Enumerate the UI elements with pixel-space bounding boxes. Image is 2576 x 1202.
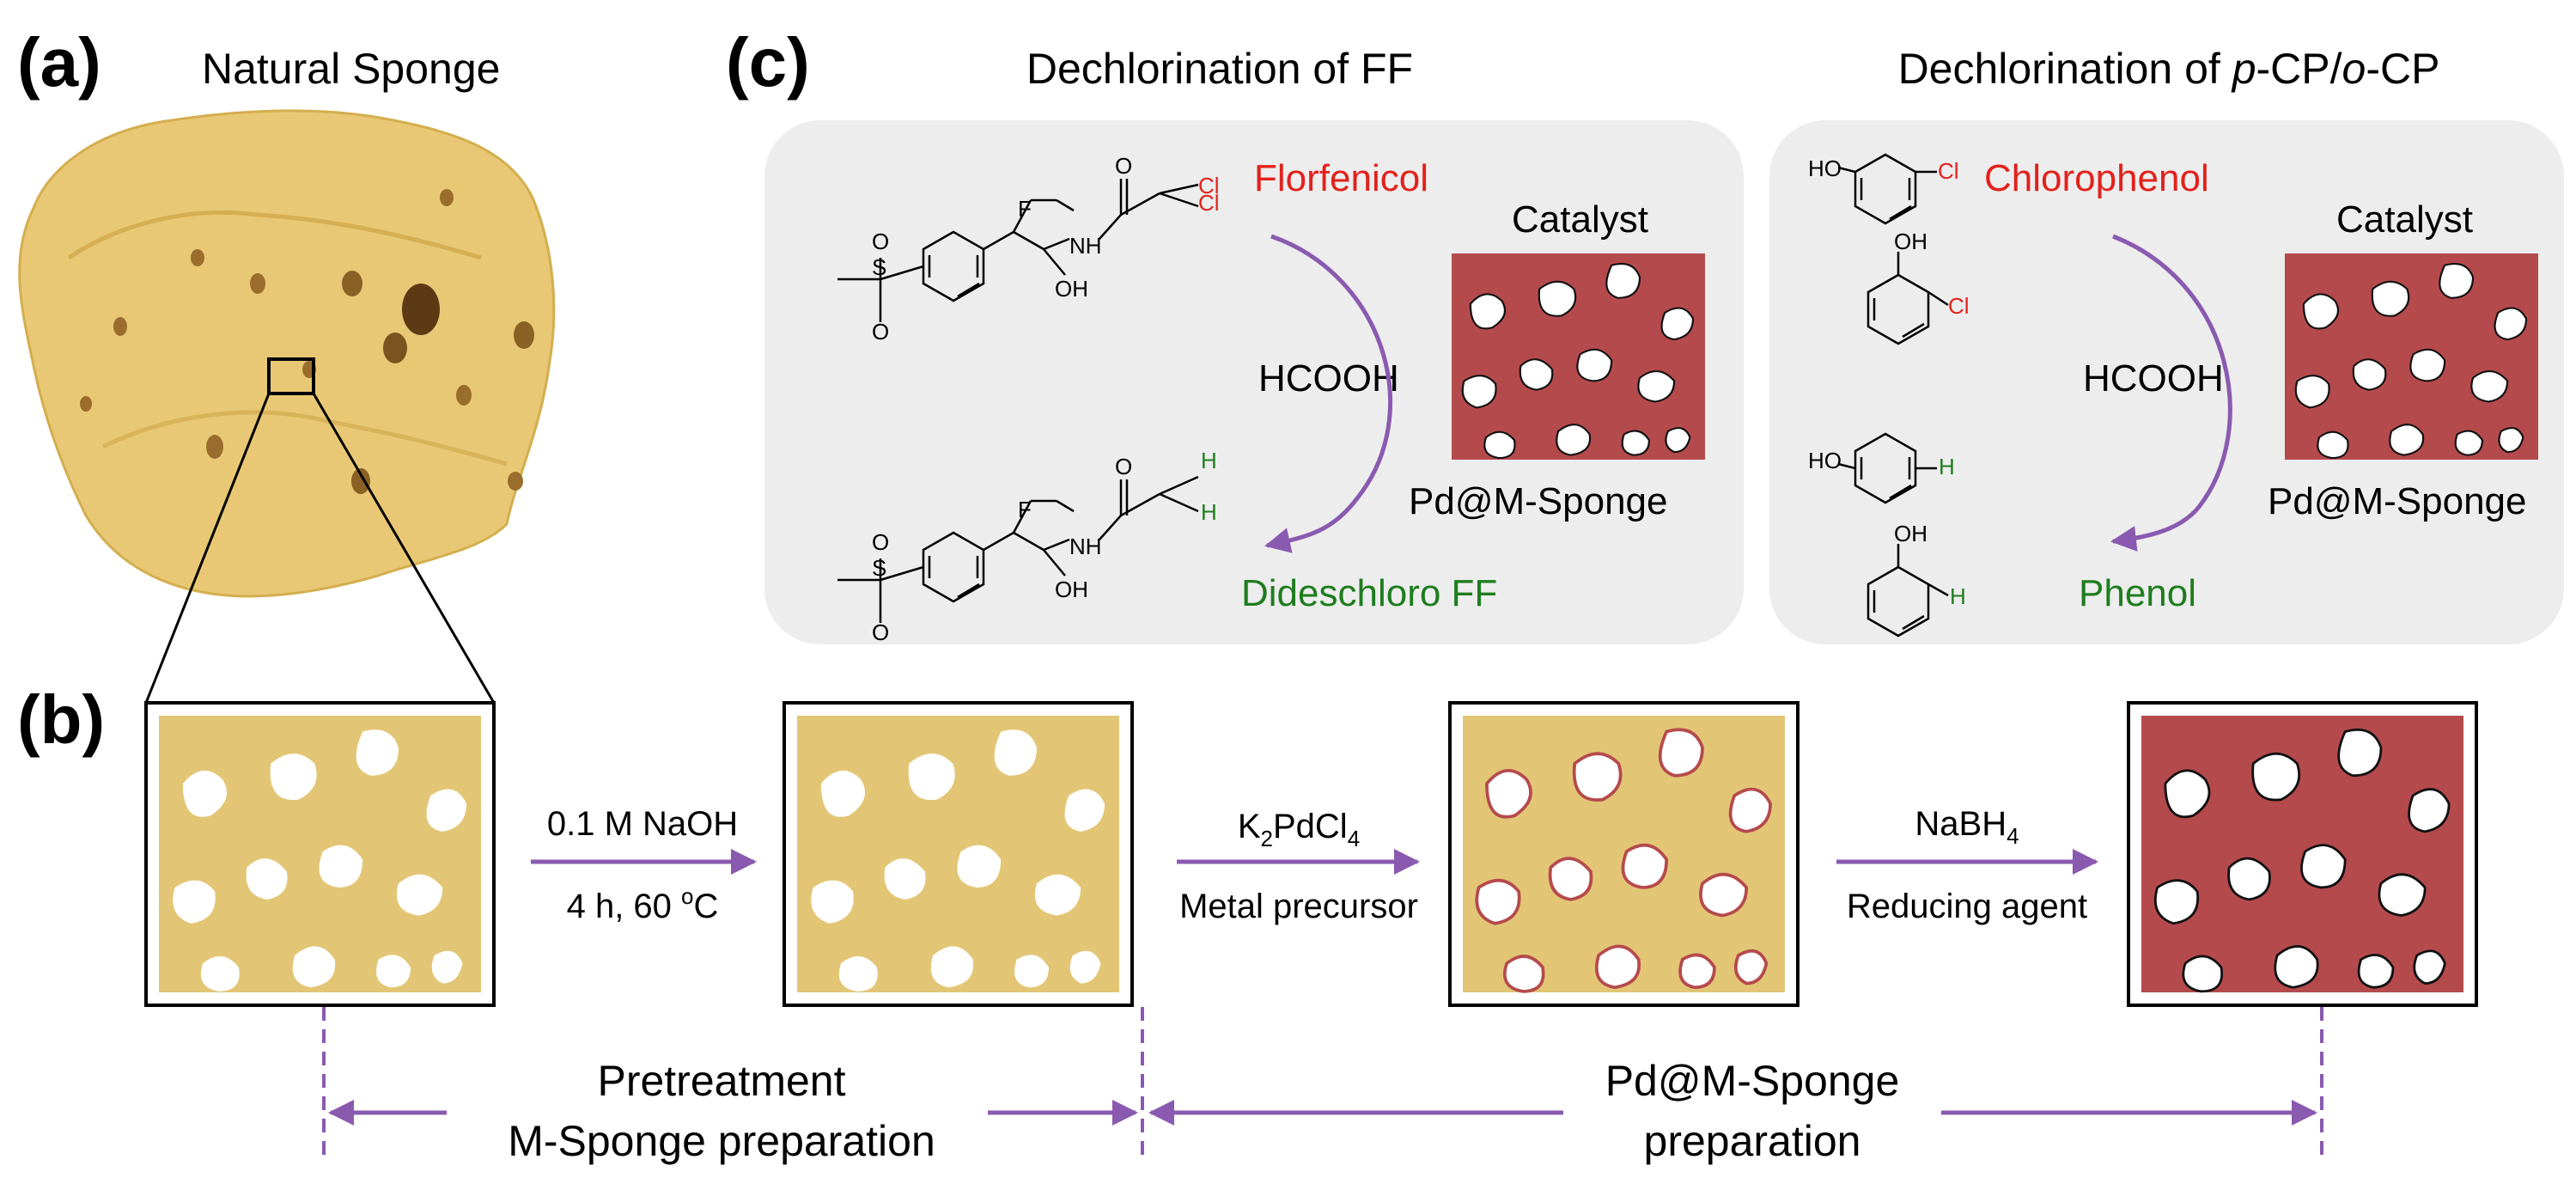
phenol-structure-2	[1867, 544, 1949, 638]
zoom-box	[267, 357, 315, 395]
sponge-box-m-sponge	[783, 701, 1134, 1007]
p-chlorophenol-structure	[1837, 153, 1937, 225]
dff-f-label: F	[1018, 497, 1032, 522]
step2-line1: K2PdCl4	[1238, 808, 1360, 851]
pcp-ho-label: HO	[1808, 156, 1842, 181]
ff-nh-label: NH	[1069, 233, 1102, 259]
ff-s-label: S	[872, 254, 886, 280]
florfenicol-structure	[837, 179, 1199, 322]
bottom-left-line2: M-Sponge preparation	[508, 1117, 935, 1165]
dff-s-label: S	[872, 555, 886, 581]
cp-catalyst-name: Pd@M-Sponge	[2268, 480, 2527, 522]
panel-c-left-title: Dechlorination of FF	[1026, 45, 1413, 93]
panel-a-title: Natural Sponge	[202, 45, 500, 93]
cp-reagent: HCOOH	[2083, 357, 2224, 400]
dff-o2-label: O	[872, 619, 889, 645]
sponge-box-pd-loaded	[1448, 701, 1800, 1007]
ocp-oh-label: OH	[1894, 229, 1927, 254]
panel-c-left-bg	[764, 120, 1744, 644]
sponge-box-pd-m-sponge	[2127, 701, 2478, 1007]
dff-h2-label: H	[1201, 448, 1217, 473]
step1-line2: 4 h, 60 oC	[567, 883, 719, 925]
panel-c-right-title: Dechlorination of p-CP/o-CP	[1898, 45, 2440, 93]
cp-catalyst-label: Catalyst	[2336, 198, 2473, 241]
dff-oh-label: OH	[1055, 577, 1088, 602]
ph2-oh-label: OH	[1894, 521, 1927, 546]
ocp-cl-label: Cl	[1948, 293, 1970, 319]
sponge-box-natural	[144, 701, 496, 1007]
cp-product-name: Phenol	[2079, 572, 2196, 614]
cp-reactant-name: Chlorophenol	[1984, 157, 2209, 199]
ff-catalyst-label: Catalyst	[1512, 198, 1648, 241]
ff-o1-label: O	[872, 229, 889, 254]
phenol-structure-1	[1837, 432, 1937, 504]
step2-line2: Metal precursor	[1179, 888, 1418, 925]
o-chlorophenol-structure	[1867, 252, 1949, 345]
ff-reaction-arrow	[1264, 234, 1393, 553]
ff-reactant-name: Florfenicol	[1254, 157, 1428, 199]
ff-cl2-label: Cl	[1198, 173, 1220, 198]
step1-line1: 0.1 M NaOH	[547, 805, 738, 843]
dff-nh-label: NH	[1069, 534, 1102, 559]
bottom-right-line1: Pd@M-Sponge	[1605, 1057, 1900, 1105]
ff-catalyst-name: Pd@M-Sponge	[1409, 480, 1668, 522]
ff-f-label: F	[1018, 196, 1032, 222]
ph1-ho-label: HO	[1808, 448, 1842, 473]
ff-oh-label: OH	[1055, 276, 1088, 302]
ff-o2-label: O	[872, 319, 889, 345]
cp-reaction-arrow	[2110, 234, 2232, 552]
ff-catalyst-image	[1452, 253, 1705, 460]
dff-o3-label: O	[1115, 454, 1132, 479]
dff-o1-label: O	[872, 529, 889, 555]
ff-product-name: Dideschloro FF	[1241, 572, 1497, 614]
panel-c-right-bg	[1769, 120, 2564, 644]
step3-line1: NaBH4	[1915, 805, 2019, 849]
panel-a-letter: (a)	[17, 24, 101, 101]
natural-sponge-photo	[18, 109, 556, 598]
bottom-right-line2: preparation	[1644, 1117, 1861, 1165]
ff-o3-label: O	[1115, 153, 1132, 179]
pcp-cl-label: Cl	[1938, 158, 1959, 184]
ph1-h-label: H	[1939, 454, 1955, 479]
ph2-h-label: H	[1950, 583, 1966, 609]
step3-line2: Reducing agent	[1847, 888, 2087, 925]
bottom-left-line1: Pretreatment	[597, 1057, 845, 1105]
dff-h1-label: H	[1201, 499, 1217, 525]
cp-catalyst-image	[2285, 253, 2538, 460]
ff-cl1-label: Cl	[1198, 190, 1220, 216]
panel-c-letter: (c)	[726, 24, 810, 101]
dideschloro-ff-structure	[837, 475, 1199, 623]
ff-reagent: HCOOH	[1258, 357, 1399, 400]
panel-b-letter: (b)	[17, 681, 105, 758]
